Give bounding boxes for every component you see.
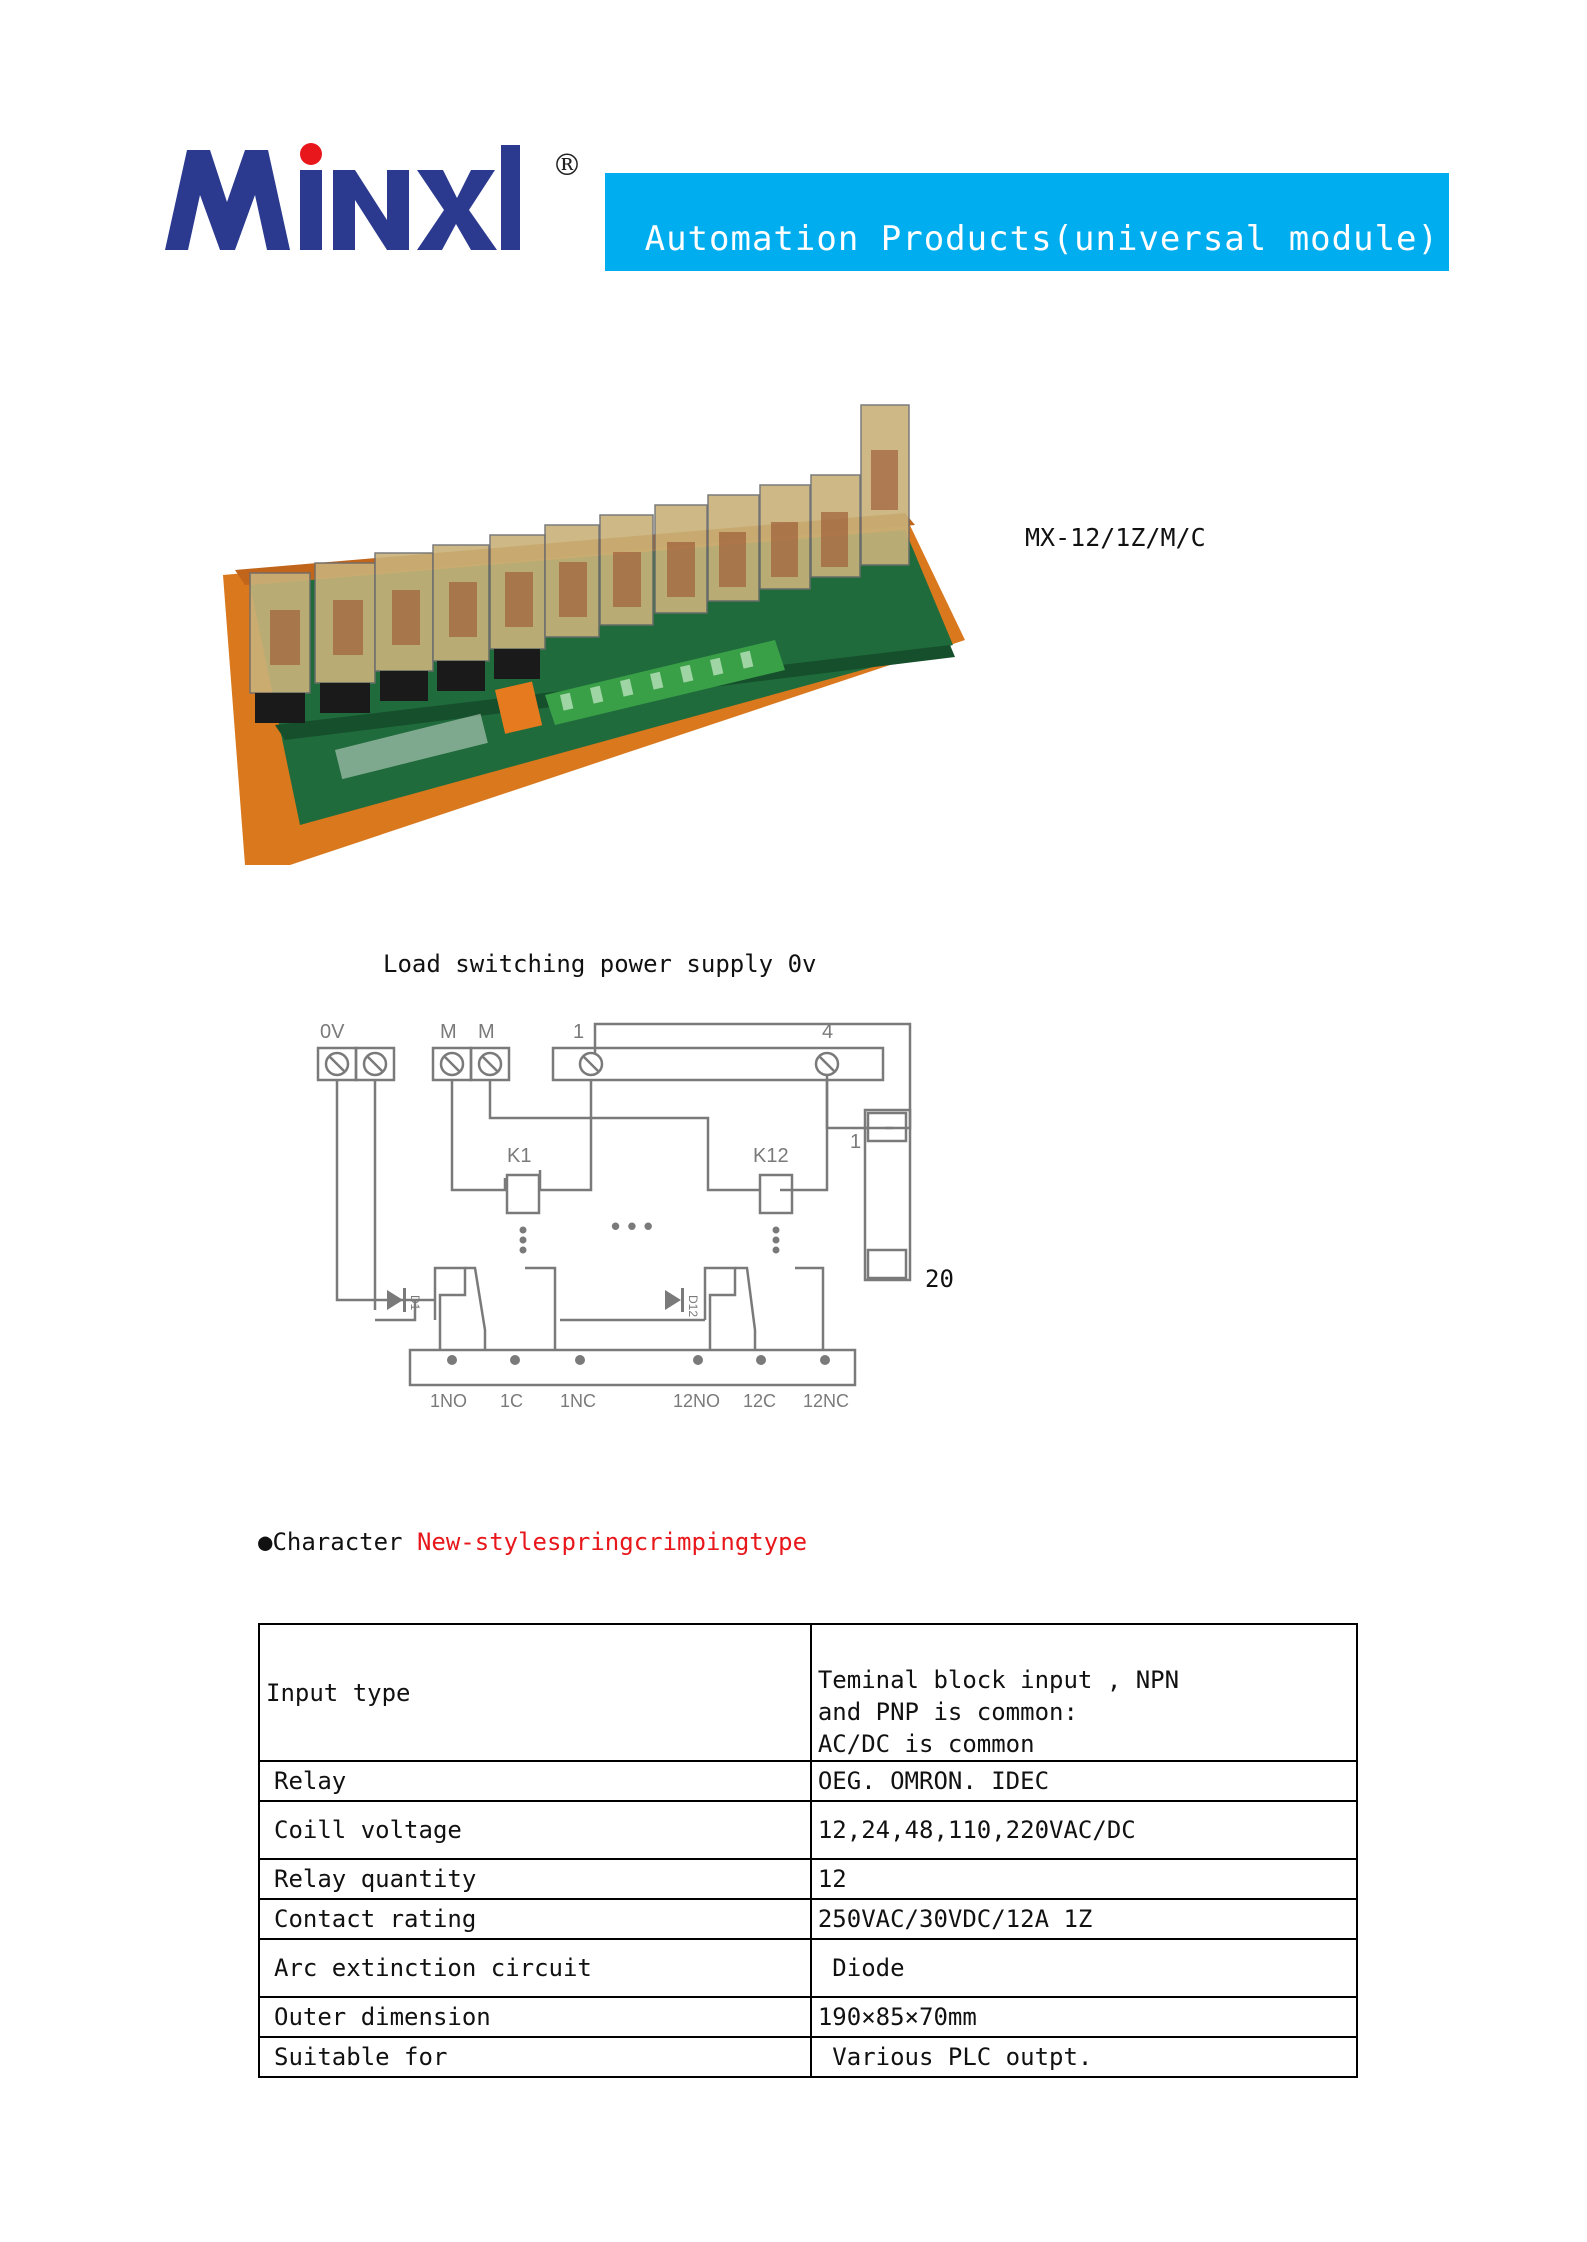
terminal-m-2: M <box>478 1021 495 1043</box>
terminal-12no: 12NO <box>673 1391 720 1411</box>
registered-mark: ® <box>552 148 582 183</box>
spec-key: Relay <box>258 1760 812 1802</box>
spec-key: Relay quantity <box>258 1858 812 1900</box>
terminal-12nc: 12NC <box>803 1391 849 1411</box>
spec-value: 190×85×70mm <box>809 1996 1359 2038</box>
spec-value-line: and PNP is common: <box>817 1698 1078 1726</box>
table-row: Outer dimension 190×85×70mm <box>258 1996 1359 2038</box>
spec-table: Input type Teminal block input , NPN and… <box>258 1623 1359 2078</box>
character-label: Character <box>272 1528 417 1556</box>
spec-key: Contact rating <box>258 1898 812 1940</box>
character-highlight: New-stylespringcrimpingtype <box>416 1528 808 1556</box>
terminal-0v: 0V <box>320 1021 345 1043</box>
terminal-1no: 1NO <box>430 1391 467 1411</box>
spec-key: Coill voltage <box>258 1800 812 1860</box>
spec-value-line: Teminal block input , NPN <box>817 1666 1180 1694</box>
terminal-1: 1 <box>573 1021 584 1043</box>
product-photo <box>223 404 965 865</box>
spec-value: 12,24,48,110,220VAC/DC <box>809 1800 1359 1860</box>
terminal-12c: 12C <box>743 1391 776 1411</box>
spec-key: Outer dimension <box>258 1996 812 2038</box>
spec-key: Input type <box>258 1623 812 1762</box>
banner-title: Automation Products(universal module) <box>644 219 1439 259</box>
table-row: Relay OEG. OMRON. IDEC <box>258 1760 1359 1802</box>
table-row: Relay quantity 12 <box>258 1858 1359 1900</box>
character-line: ●Character New-stylespringcrimpingtype <box>258 1528 807 1556</box>
spec-value: 250VAC/30VDC/12A 1Z <box>809 1898 1359 1940</box>
spec-value-line: AC/DC is common <box>817 1730 1035 1758</box>
diode-d12-label: D12 <box>686 1295 700 1317</box>
connector-pin-20: 20 <box>925 1265 954 1293</box>
table-row: Suitable for Various PLC outpt. <box>258 2036 1359 2078</box>
relay-k1-label: K1 <box>507 1145 531 1167</box>
terminal-1c: 1C <box>500 1391 523 1411</box>
table-row: Contact rating 250VAC/30VDC/12A 1Z <box>258 1898 1359 1940</box>
model-number: MX-12/1Z/M/C <box>1025 523 1206 552</box>
terminal-1nc: 1NC <box>560 1391 596 1411</box>
minxi-logo <box>165 143 520 250</box>
terminal-4: 4 <box>822 1021 833 1043</box>
relay-k12-label: K12 <box>753 1145 789 1167</box>
header-banner: Automation Products(universal module) <box>605 173 1449 271</box>
table-row: Coill voltage 12,24,48,110,220VAC/DC <box>258 1800 1359 1860</box>
spec-value: Teminal block input , NPN and PNP is com… <box>809 1623 1359 1762</box>
spec-key: Suitable for <box>258 2036 812 2078</box>
spec-key: Arc extinction circuit <box>258 1938 812 1998</box>
table-row: Input type Teminal block input , NPN and… <box>258 1623 1359 1762</box>
bullet: ● <box>258 1528 273 1556</box>
connector-pin-1: 1 <box>850 1131 861 1153</box>
spec-value: 12 <box>809 1858 1359 1900</box>
terminal-m-1: M <box>440 1021 457 1043</box>
spec-value: OEG. OMRON. IDEC <box>809 1760 1359 1802</box>
relay-ellipsis: • • • <box>611 1211 653 1241</box>
wiring-diagram: 0V M M 1 4 K1 K12 • • • 1 D1 D12 1NO 1C … <box>316 1021 912 1411</box>
diode-d1-label: D1 <box>408 1295 422 1311</box>
spec-value: Diode <box>809 1938 1359 1998</box>
spec-value: Various PLC outpt. <box>809 2036 1359 2078</box>
diagram-caption: Load switching power supply 0v <box>383 950 817 978</box>
table-row: Arc extinction circuit Diode <box>258 1938 1359 1998</box>
